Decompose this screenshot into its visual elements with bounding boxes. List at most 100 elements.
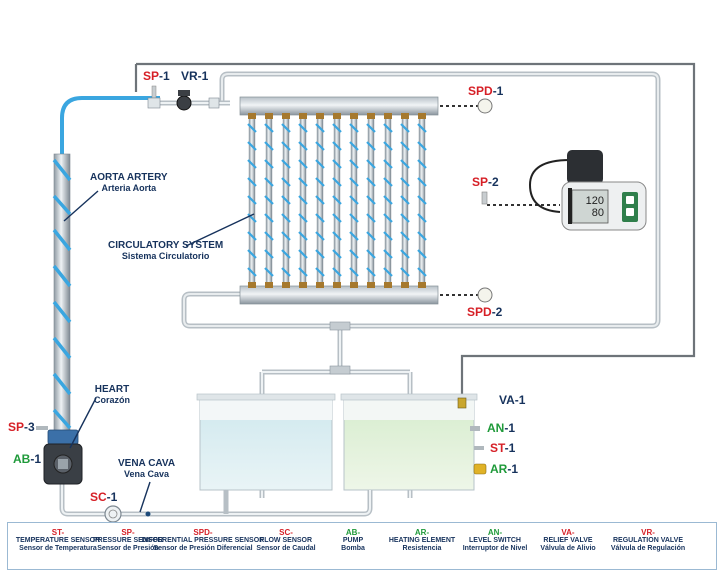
aorta-tube	[60, 96, 160, 154]
legend-english: LEVEL SWITCH	[469, 537, 521, 544]
tube-coil	[349, 123, 359, 277]
legend-code: AR-	[414, 528, 430, 537]
spd2-sensor[interactable]	[477, 287, 493, 303]
heart-pump	[43, 429, 83, 485]
tube-coil	[247, 123, 257, 277]
legend-spanish: Sensor de Presión	[97, 545, 159, 552]
sp1-sensor[interactable]	[151, 85, 157, 99]
vena-cava-pipe	[59, 478, 373, 517]
tube-fitting	[384, 113, 392, 119]
tube-fitting	[282, 113, 290, 119]
legend-english: REGULATION VALVE	[613, 537, 683, 544]
tag-ab1: AB-1	[13, 452, 42, 466]
legend-code: AN-	[487, 528, 503, 537]
tag-va1: VA-1	[499, 393, 526, 407]
legend-spanish: Válvula de Alivio	[540, 545, 596, 552]
legend-code: ST-	[51, 528, 65, 537]
tube-fitting	[282, 282, 290, 288]
tag-an1: AN-1	[487, 421, 516, 435]
tag-sc1: SC-1	[90, 490, 118, 504]
legend-code: VR-	[641, 528, 655, 537]
tag-spd1: SPD-1	[468, 84, 504, 98]
legend-code: SP-	[121, 528, 135, 537]
tube-fitting	[418, 282, 426, 288]
tag-spd2: SPD-2	[467, 305, 503, 319]
tube-fitting	[265, 282, 273, 288]
sp2-sensor[interactable]	[481, 191, 488, 205]
legend-spanish: Sensor de Caudal	[256, 545, 316, 552]
monitor-systolic: 120	[586, 195, 604, 207]
tube-fitting	[316, 113, 324, 119]
tube-fitting	[367, 282, 375, 288]
tube-fitting	[265, 113, 273, 119]
tube-coil	[366, 123, 376, 277]
legend-spanish: Interruptor de Nivel	[462, 545, 528, 552]
legend-spanish: Sensor de Presión Diferencial	[153, 545, 253, 552]
tube-coil	[281, 123, 291, 277]
monitor-diastolic: 80	[592, 207, 604, 219]
tube-fitting	[248, 113, 256, 119]
tube-fitting	[418, 113, 426, 119]
ar1-heater[interactable]	[473, 463, 487, 475]
tube-fitting	[248, 282, 256, 288]
va1-valve[interactable]	[457, 397, 467, 409]
tube-fitting	[401, 282, 409, 288]
tag-vr1: VR-1	[181, 69, 209, 83]
legend-spanish: Bomba	[341, 545, 365, 552]
legend-english: FLOW SENSOR	[259, 537, 313, 544]
tube-fitting	[401, 113, 409, 119]
tube-fitting	[299, 282, 307, 288]
tube-coil	[332, 123, 342, 277]
tube-coil	[417, 123, 427, 277]
tag-sp1: SP-1	[143, 69, 170, 83]
tag-sp3: SP-3	[8, 420, 35, 434]
legend-english: RELIEF VALVE	[543, 537, 593, 544]
upper-manifold	[239, 96, 439, 116]
legend-code: VA-	[561, 528, 575, 537]
spd1-sensor[interactable]	[477, 98, 493, 114]
vr1-valve[interactable]	[176, 95, 192, 111]
tube-fitting	[299, 113, 307, 119]
tube-coil	[298, 123, 308, 277]
tube-fitting	[333, 113, 341, 119]
tube-coil	[383, 123, 393, 277]
legend-spanish: Resistencia	[402, 545, 442, 552]
tag-ar1: AR-1	[490, 462, 519, 476]
tube-fitting	[384, 282, 392, 288]
tube-fitting	[367, 113, 375, 119]
tube-fitting	[316, 282, 324, 288]
tag-st1: ST-1	[490, 441, 516, 455]
legend-english: PRESSURE SENSOR	[92, 537, 164, 544]
tube-fitting	[350, 113, 358, 119]
legend-english: HEATING ELEMENT	[388, 537, 456, 544]
an1-switch[interactable]	[470, 426, 480, 431]
legend-english: TEMPERATURE SENSOR	[15, 537, 101, 544]
tank-left	[196, 393, 336, 491]
legend-spanish: Sensor de Temperatura	[19, 545, 97, 552]
sp3-sensor[interactable]	[36, 426, 48, 430]
tag-sp2: SP-2	[472, 175, 499, 189]
tank-right	[340, 393, 478, 491]
tube-coil	[264, 123, 274, 277]
st1-sensor[interactable]	[474, 446, 484, 450]
aorta-coil	[52, 158, 72, 430]
tube-coil	[400, 123, 410, 277]
legend-english: DIFFERENTIAL PRESSURE SENSOR	[141, 537, 265, 544]
tube-fitting	[333, 282, 341, 288]
return-line	[134, 62, 696, 400]
sc1-flow-sensor[interactable]	[104, 505, 122, 523]
legend-english: PUMP	[342, 537, 364, 544]
capillary-tubes	[247, 113, 427, 288]
tube-coil	[315, 123, 325, 277]
